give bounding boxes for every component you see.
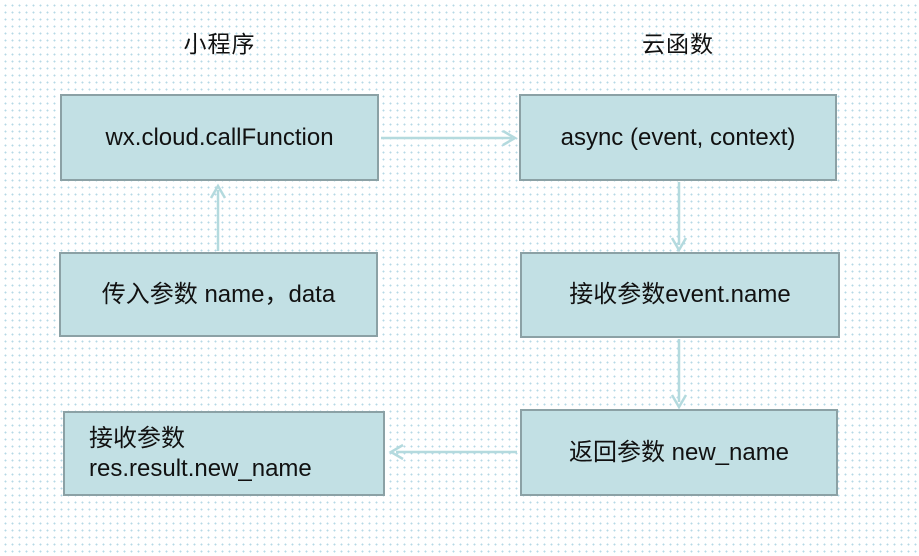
node-receive-event-name: 接收参数event.name [520,252,840,338]
arrow-return-to-result [388,443,517,461]
column-title-miniprogram: 小程序 [183,32,256,57]
arrow-params-to-call [209,183,227,251]
arrow-receive-to-return [670,339,688,410]
arrow-call-to-async [381,129,518,147]
node-label: 返回参数 new_name [568,438,790,466]
column-title-cloudfunction: 云函数 [642,32,714,57]
node-label: wx.cloud.callFunction [105,123,334,151]
node-label: 传入参数 name，data [101,280,336,308]
node-pass-params: 传入参数 name，data [59,252,378,337]
arrow-async-to-receive [670,182,688,253]
node-label-line2: res.result.new_name [89,454,312,482]
node-label-line1: 接收参数 [89,424,185,452]
node-receive-result: 接收参数 res.result.new_name [63,411,385,496]
node-label: async (event, context) [560,123,796,151]
node-async-event-context: async (event, context) [519,94,837,181]
node-return-new-name: 返回参数 new_name [520,409,838,496]
node-label: 接收参数event.name [569,281,791,308]
node-wx-cloud-callfunction: wx.cloud.callFunction [60,94,379,181]
